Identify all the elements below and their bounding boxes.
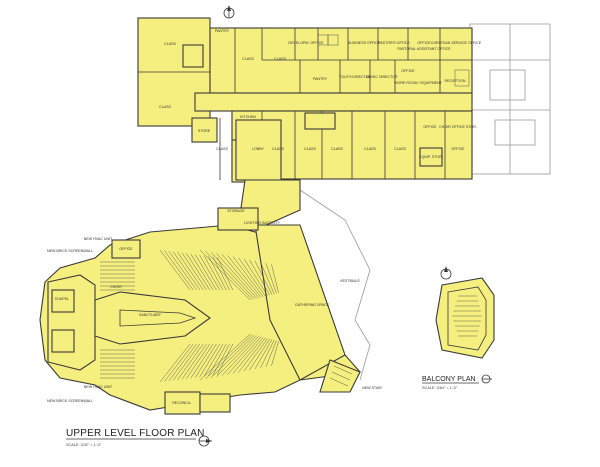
room-label: KITCHEN [240,115,256,119]
room-label: OFFICE [401,69,415,73]
room-label: OFFICE [417,41,431,45]
plan-scale: SCALE: 3/32" = 1'-0" [66,443,102,447]
room-label: CLASS [364,147,376,151]
room-label: CHAPEL [55,297,69,301]
room-label: STORAGE [227,209,245,213]
room-label: CLASS [159,105,171,109]
room-label: CLASS [242,57,254,61]
room-label: RECEPTION [445,79,466,83]
room-label: LIGHTING SACRISTY [244,221,281,225]
room-label: STORE [198,129,211,133]
room-label: NEW HVAC UNIT [84,237,113,241]
room-label: CLASS [272,147,284,151]
room-label: GATHERING SPACE [295,303,330,307]
balcony-title: BALCONY PLAN [422,376,476,383]
north-arrow-icon [223,5,235,19]
room-label: WORK ROOM / EQUIPMENT [394,81,443,85]
room-labels: CLASS CLASS PANTRY CLASS DEVELOPM. OFFIC… [47,29,482,405]
room-label: CHRISTIAN SERVICE OFFICE [431,41,482,45]
room-label: CLASS [216,147,228,151]
room-label: CLASS [394,147,406,151]
sanctuary-area [39,207,362,415]
plan-title: UPPER LEVEL FLOOR PLAN [66,428,205,439]
room-label: CHOIR OFFICE STOR. [439,125,477,129]
office-wing [137,17,473,183]
room-label: PANTRY [215,29,230,33]
room-label: NEW HVAC UNIT [84,385,113,389]
room-label: NEW STAIR [362,386,382,390]
room-label: PASTORAL ASSISTANT OFFICE [397,47,451,51]
room-label: NEW BRICK SCREENWALL [47,399,93,403]
room-label: CLASS [164,42,176,46]
room-label: EQUIP. STOR. [419,155,443,159]
room-label: PASTOR'S OFFICE [378,41,410,45]
balcony-pew-rows [452,295,482,337]
balcony-plan [435,266,495,359]
scale-arrow-icon [481,374,492,384]
room-label: CHOIR [110,285,122,289]
room-label: CLASS [331,147,343,151]
room-label: RECONCIL. [172,401,192,405]
balcony-scale: SCALE: 3/64" = 1'-0" [422,386,458,390]
room-label: CLASS [304,147,316,151]
room-label: BUSINESS OFFICE [348,41,381,45]
room-label: YOUTH DIRECTOR [339,75,372,79]
room-label: SANCTUARY [139,313,162,317]
room-label: VESTIBULE [340,279,360,283]
room-label: OFFICE [451,147,465,151]
room-label: OFFICE [423,125,437,129]
scale-arrow-icon [198,435,212,447]
room-label: OFFICE [119,247,133,251]
room-label: PANTRY [313,77,328,81]
room-label: LOBBY [252,147,265,151]
room-label: MUSIC DIRECTOR [366,75,398,79]
existing-building-outline [299,23,551,381]
room-label: NEW BRICK SCREENWALL [47,249,93,253]
pew-rows [100,249,279,383]
room-label: DEVELOPM. OFFICE [288,41,324,45]
room-label: CLASS [274,57,286,61]
